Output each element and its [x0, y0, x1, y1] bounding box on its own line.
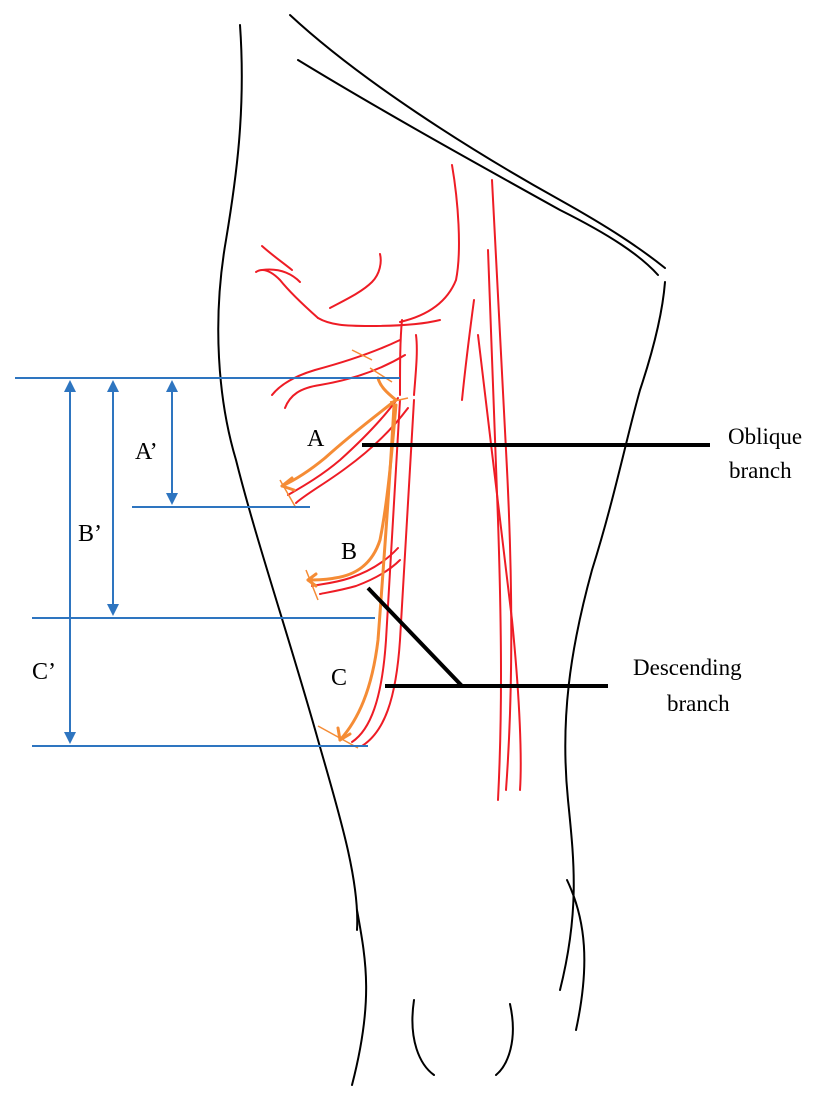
- leg-outline-medial: [560, 282, 665, 990]
- lateral-circumflex-trunk: [318, 318, 440, 326]
- descending-upper-right: [414, 335, 417, 395]
- dimension-c-prime-head-top: [64, 380, 76, 392]
- knee-curve-inner-right: [496, 1004, 513, 1075]
- knee-curve-medial: [567, 880, 584, 1030]
- tick-a-top: [370, 368, 392, 382]
- leg-outline-lateral: [218, 25, 357, 930]
- label-oblique-branch-line1: Oblique: [728, 424, 802, 449]
- label-c-prime: C’: [32, 659, 56, 685]
- dimension-c-prime-head-bottom: [64, 732, 76, 744]
- groin-crease-1: [290, 15, 665, 268]
- label-b: B: [341, 539, 357, 565]
- label-c: C: [331, 665, 347, 691]
- ascending-branch-upper: [256, 270, 318, 318]
- knee-curve-inner-left: [412, 1000, 434, 1075]
- dimension-a-prime-head-top: [166, 380, 178, 392]
- dimension-b-prime-head-bottom: [107, 604, 119, 616]
- label-a: A: [307, 426, 325, 452]
- profunda-trunk: [462, 300, 474, 400]
- leg-outline-lateral-knee: [352, 910, 366, 1085]
- groin-crease-2: [298, 60, 658, 275]
- ascending-branch-lower: [330, 254, 381, 308]
- label-descending-branch-line2: branch: [667, 691, 730, 716]
- label-b-prime: B’: [78, 521, 102, 547]
- dimension-a-prime-head-bottom: [166, 493, 178, 505]
- leg-outline: [218, 15, 665, 1085]
- dimension-arrows: [64, 380, 178, 744]
- descending-branch-vessel-right: [362, 400, 414, 746]
- transverse-branch-2: [285, 355, 405, 408]
- dimension-b-prime-head-top: [107, 380, 119, 392]
- label-oblique-branch-line2: branch: [729, 458, 792, 483]
- leader-lines: [362, 445, 710, 686]
- pedicle-c: [340, 405, 394, 740]
- label-descending-branch-line1: Descending: [633, 655, 742, 680]
- label-a-prime: A’: [135, 439, 158, 465]
- femoral-artery-left: [400, 165, 459, 322]
- pedicle-a-stem: [378, 378, 396, 400]
- ascending-branch-fork-1: [262, 246, 292, 270]
